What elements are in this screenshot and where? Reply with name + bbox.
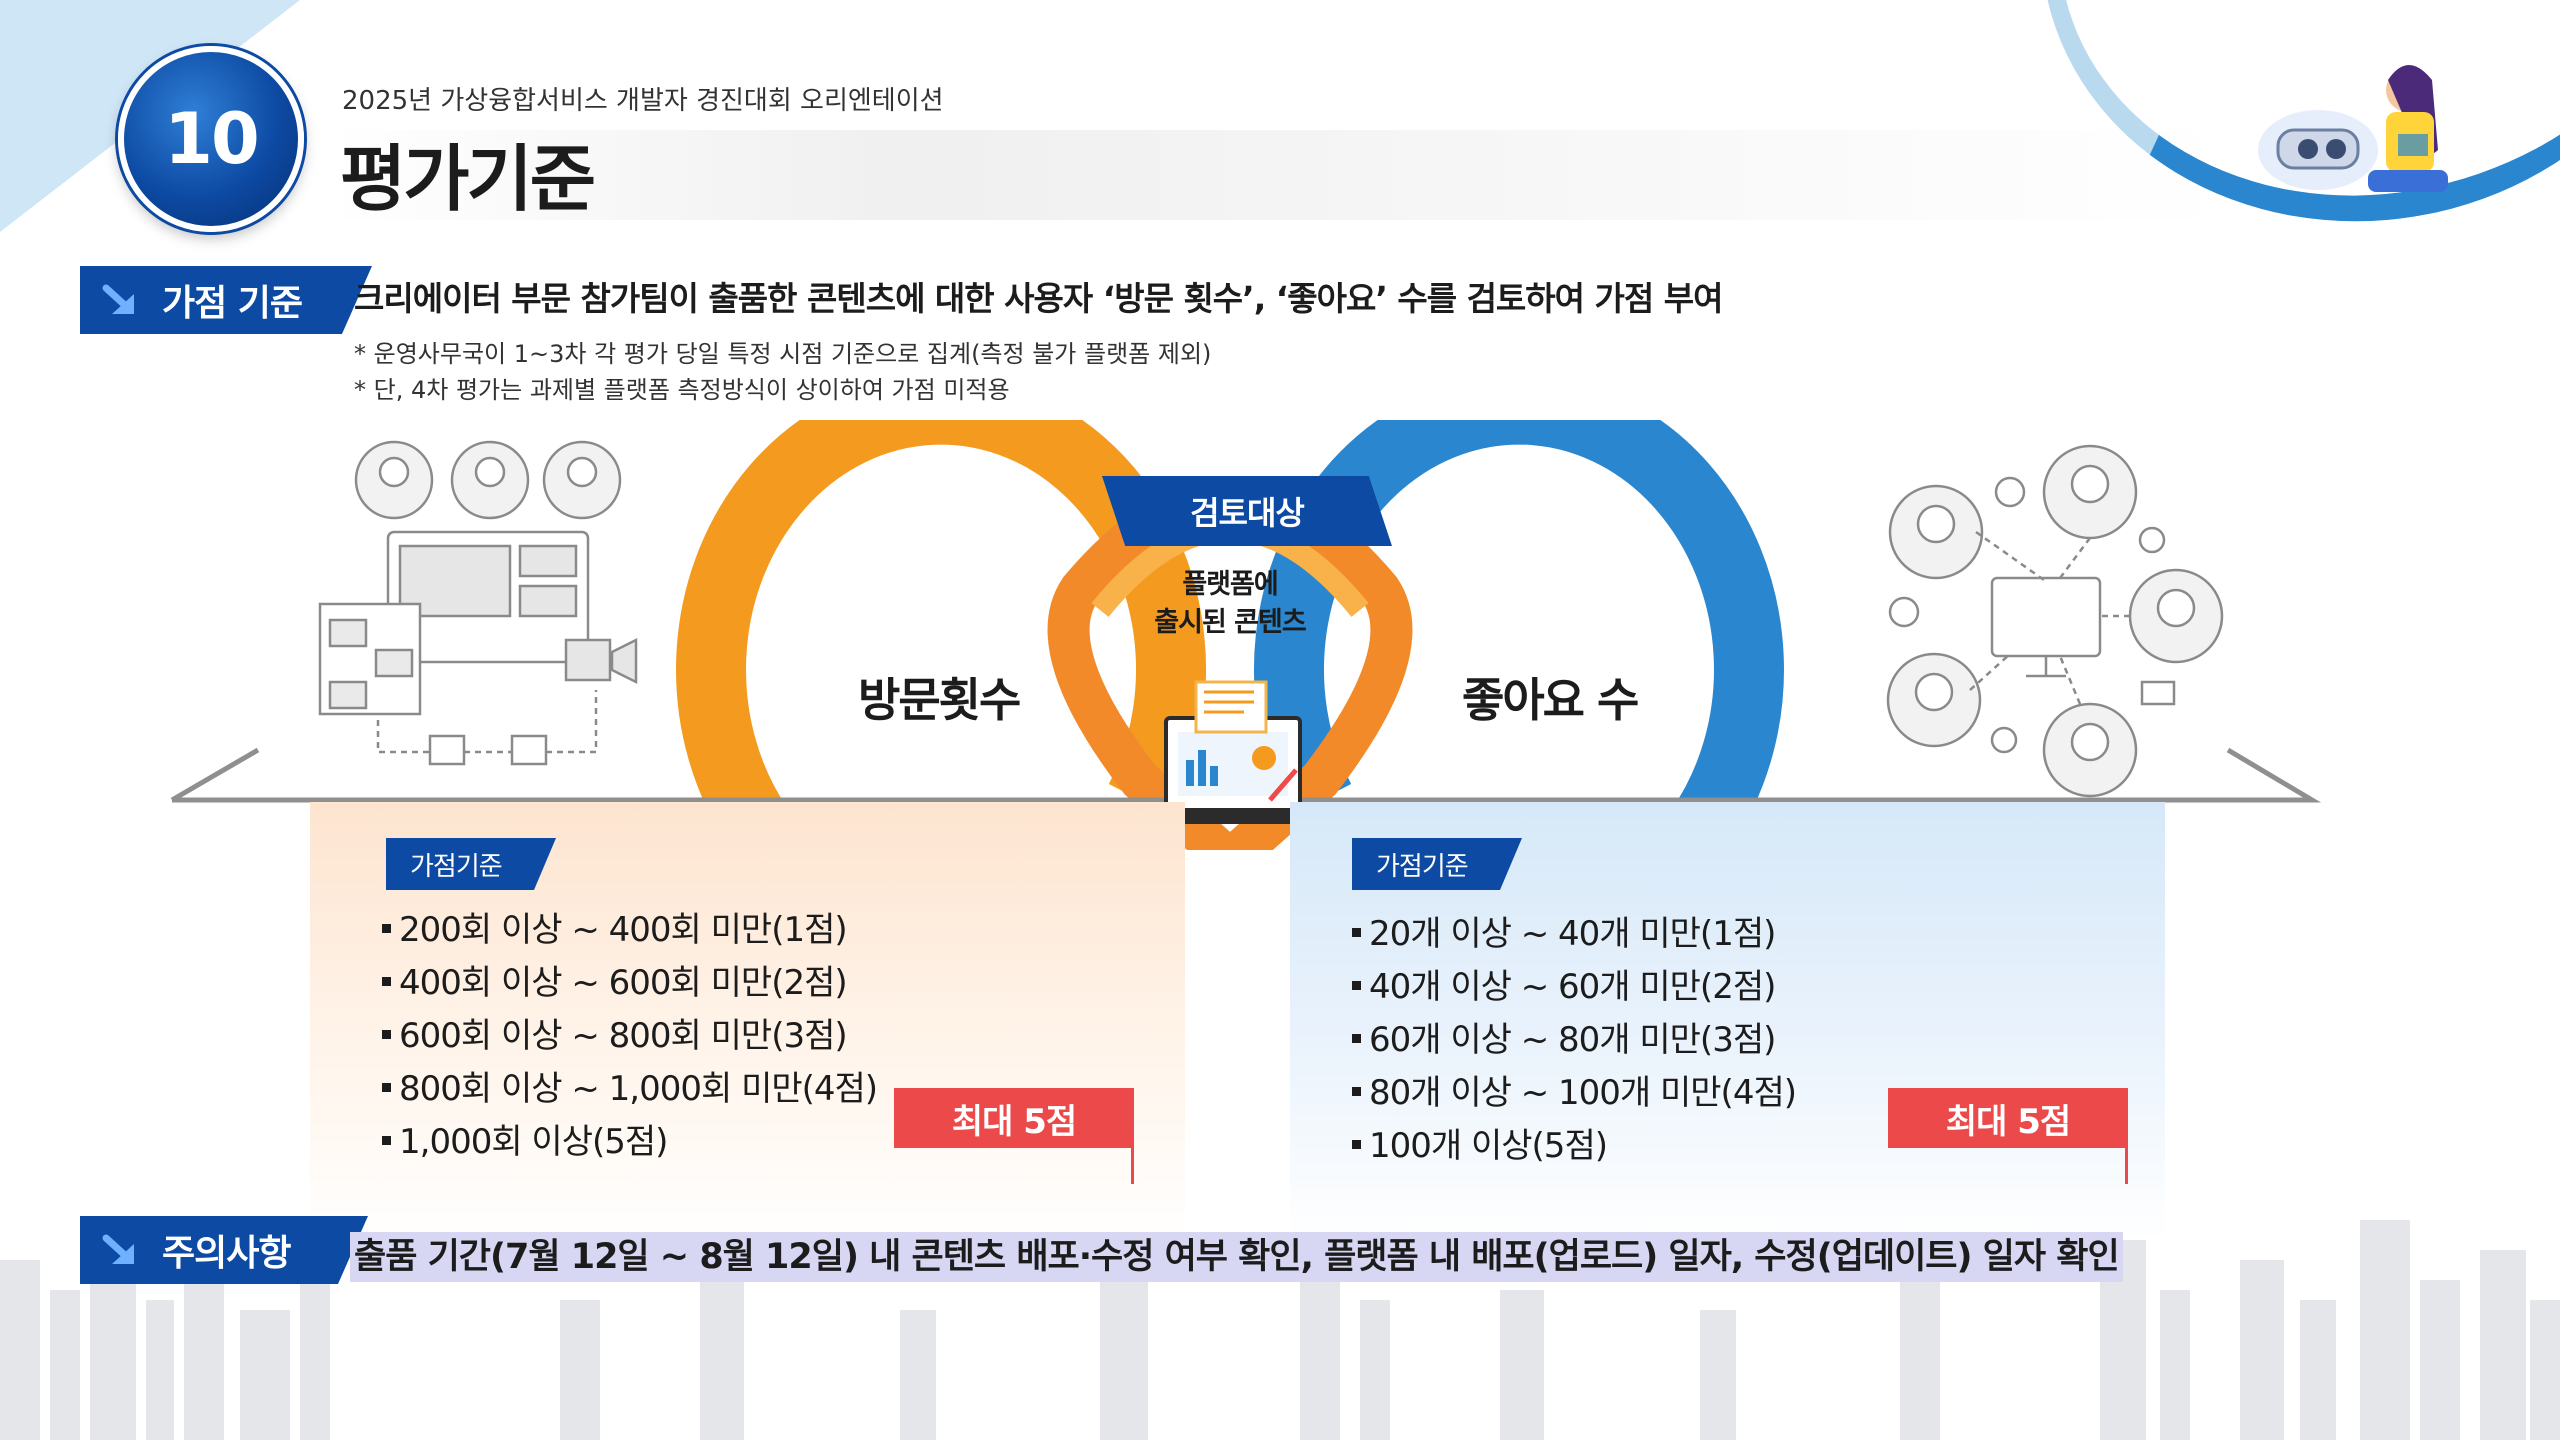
visit-criteria-tag: 가점기준: [386, 838, 556, 890]
bonus-description: 크리에이터 부문 참가팀이 출품한 콘텐츠에 대한 사용자 ‘방문 횟수’, ‘…: [354, 279, 1723, 318]
vr-person-illustration-icon: [2258, 65, 2448, 192]
content-creator-illustration-icon: [318, 440, 638, 766]
page-title: 평가기준: [340, 137, 596, 221]
likes-criteria-tag: 가점기준: [1352, 838, 1522, 890]
section-number-badge: 10: [118, 46, 304, 232]
list-item: 1,000회 이상(5점): [382, 1116, 877, 1169]
laptop-dashboard-icon: [1154, 680, 1312, 824]
visit-max-score-badge: 최대 5점: [894, 1088, 1134, 1184]
list-item: 60개 이상 ~ 80개 미만(3점): [1352, 1014, 1796, 1067]
caution-tag: 주의사항: [80, 1216, 368, 1284]
page-subtitle: 2025년 가상융합서비스 개발자 경진대회 오리엔테이션: [342, 86, 944, 116]
list-item: 200회 이상 ~ 400회 미만(1점): [382, 904, 877, 957]
visit-criteria-list: 200회 이상 ~ 400회 미만(1점) 400회 이상 ~ 600회 미만(…: [382, 904, 878, 1169]
floor-line: [170, 747, 2322, 803]
list-item: 100개 이상(5점): [1352, 1120, 1796, 1173]
review-diagram: [0, 420, 2560, 850]
caution-text: 출품 기간(7월 12일 ~ 8월 12일) 내 콘텐츠 배포·수정 여부 확인…: [350, 1232, 2123, 1282]
bonus-criteria-tag: 가점 기준: [80, 266, 372, 334]
likes-criteria-list: 20개 이상 ~ 40개 미만(1점) 40개 이상 ~ 60개 미만(2점) …: [1352, 908, 1797, 1173]
list-item: 80개 이상 ~ 100개 미만(4점): [1352, 1067, 1797, 1120]
title-shadow: [330, 130, 2230, 220]
review-target-description: 플랫폼에 출시된 콘텐츠: [1110, 566, 1350, 642]
visit-count-ring: [676, 420, 1207, 850]
bonus-criteria-tag-label: 가점 기준: [162, 283, 303, 324]
list-item: 600회 이상 ~ 800회 미만(3점): [382, 1010, 877, 1063]
list-item: 20개 이상 ~ 40개 미만(1점): [1352, 908, 1796, 961]
review-target-line: 출시된 콘텐츠: [1154, 607, 1306, 638]
diagram-graphics: [170, 420, 2322, 850]
list-item: 800회 이상 ~ 1,000회 미만(4점): [382, 1063, 878, 1116]
review-target-tag: 검토대상: [1102, 476, 1392, 546]
arrow-down-right-icon: [102, 284, 134, 314]
review-target-line: 플랫폼에: [1182, 569, 1278, 600]
social-network-illustration-icon: [1886, 444, 2224, 798]
bonus-note: * 운영사무국이 1~3차 각 평가 당일 특정 시점 기준으로 집계(측정 불…: [354, 340, 1212, 368]
city-skyline-decoration: [0, 1220, 2560, 1440]
likes-max-score-badge: 최대 5점: [1888, 1088, 2128, 1184]
bonus-note: * 단, 4차 평가는 과제별 플랫폼 측정방식이 상이하여 가점 미적용: [354, 376, 1010, 404]
visit-count-label: 방문횟수: [858, 673, 1021, 727]
caution-tag-label: 주의사항: [162, 1233, 291, 1274]
section-number: 10: [164, 98, 259, 180]
list-item: 40개 이상 ~ 60개 미만(2점): [1352, 961, 1796, 1014]
likes-count-label: 좋아요 수: [1462, 673, 1639, 727]
arrow-down-right-icon: [102, 1234, 134, 1264]
likes-ring: [1253, 420, 1784, 850]
list-item: 400회 이상 ~ 600회 미만(2점): [382, 957, 877, 1010]
